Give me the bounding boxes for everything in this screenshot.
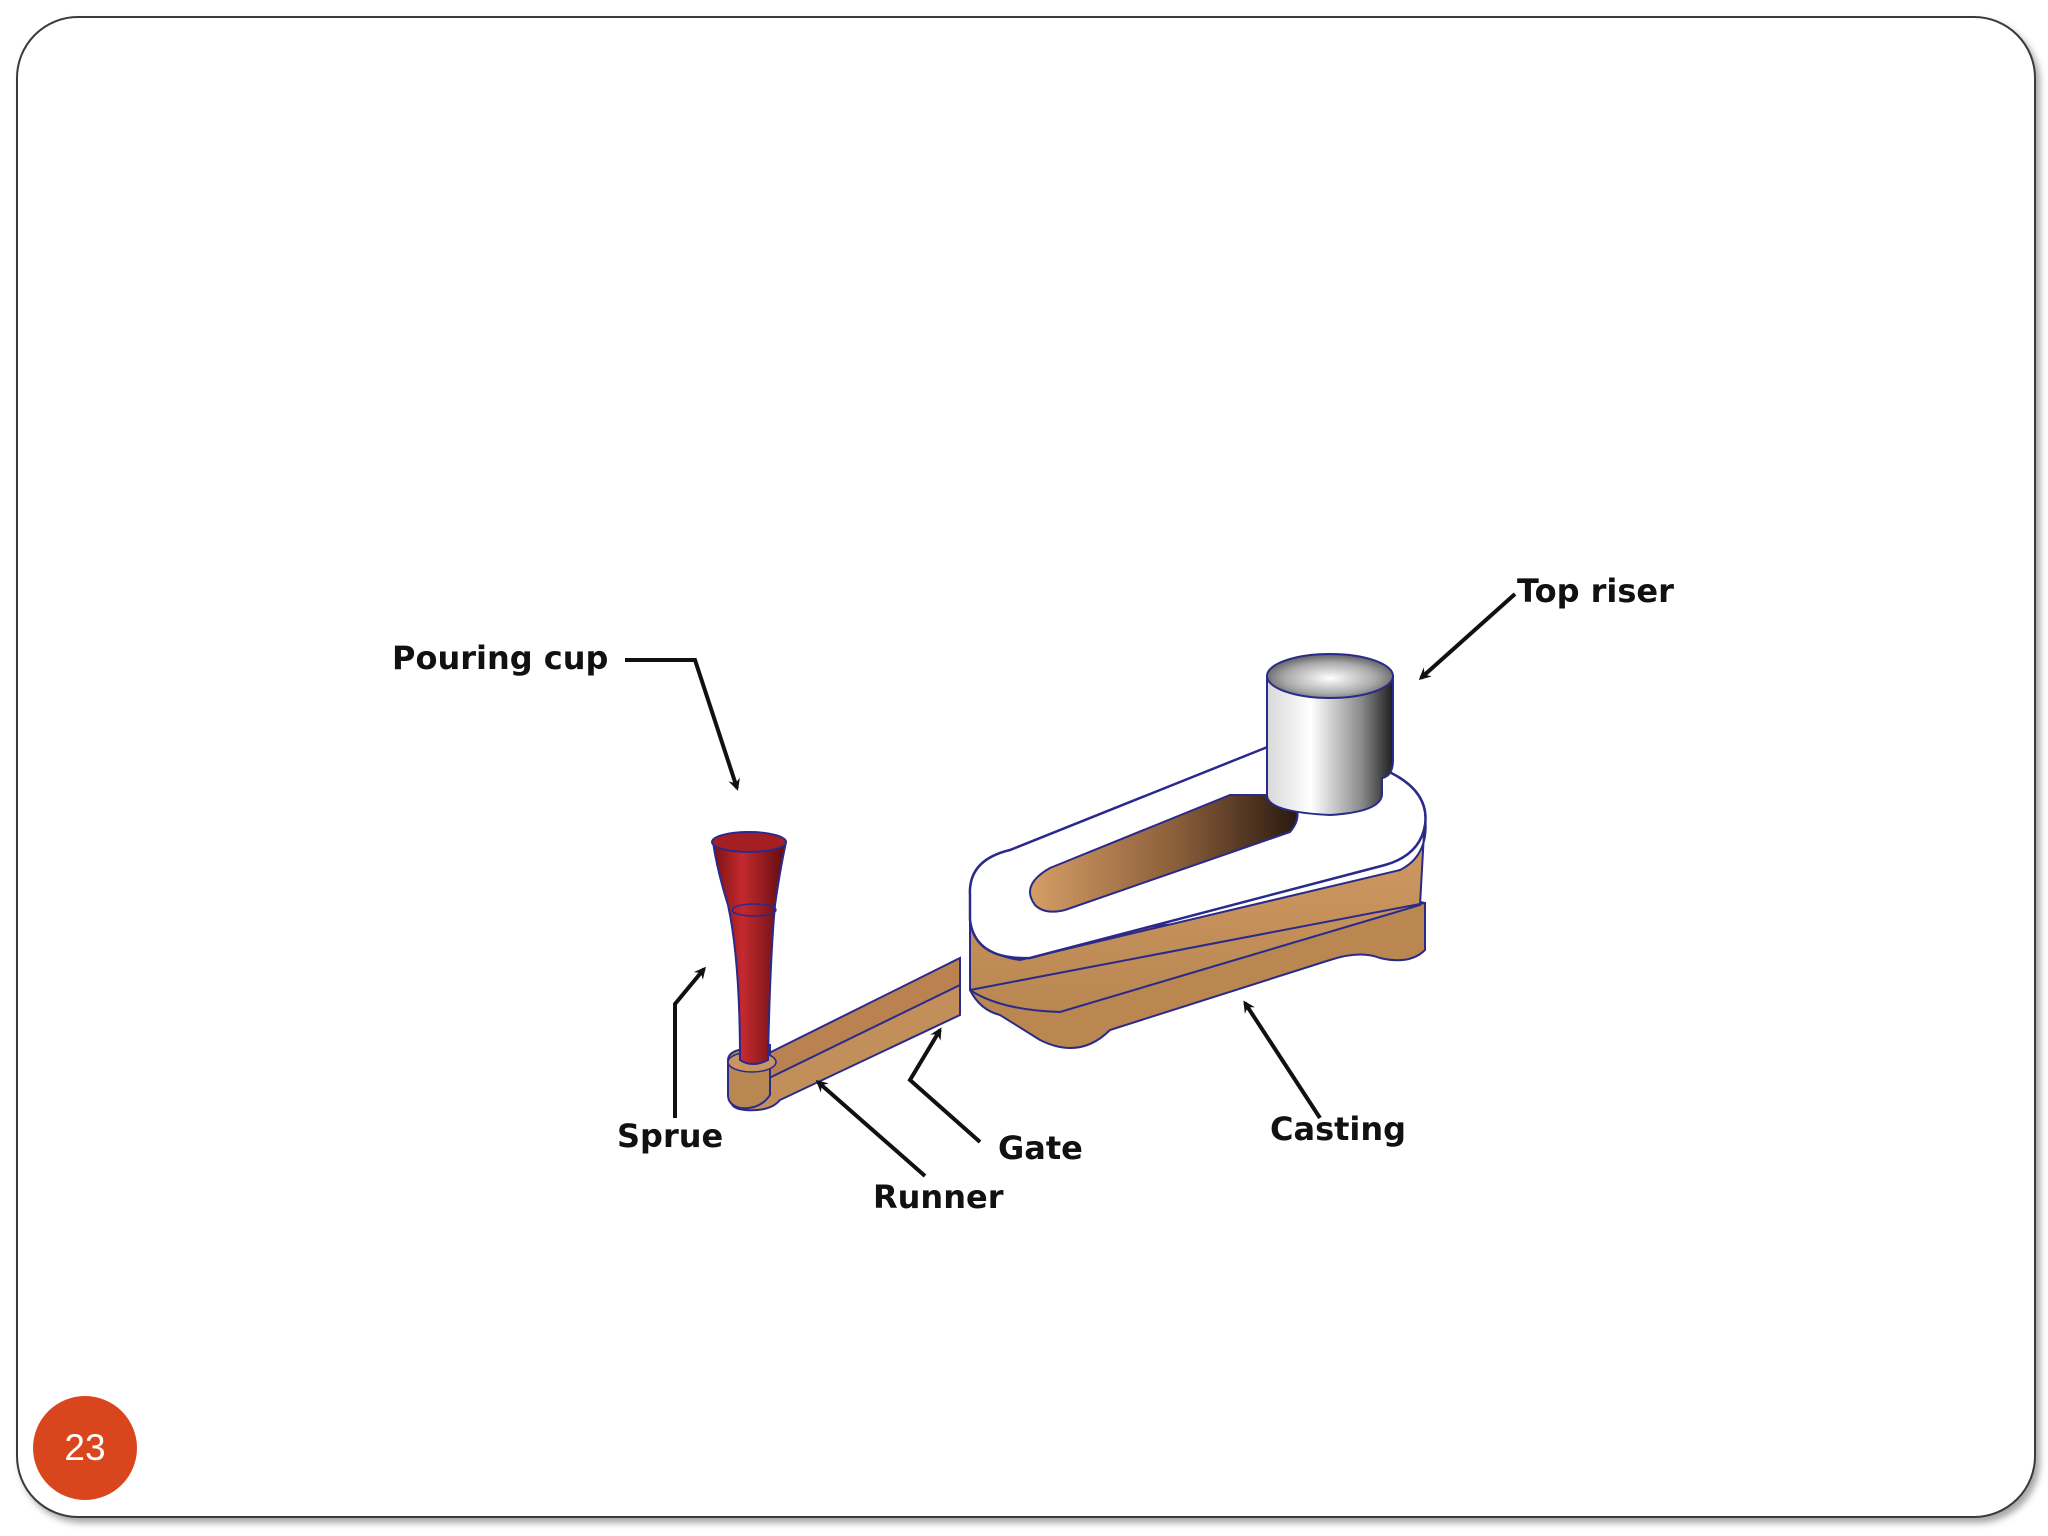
casting-label: Casting bbox=[1270, 1110, 1407, 1148]
casting-arrow bbox=[1243, 1000, 1322, 1120]
runner-label: Runner bbox=[873, 1178, 1004, 1216]
leader-arrows bbox=[625, 592, 1517, 1178]
pouring-cup-arrow bbox=[625, 658, 740, 791]
gate-label: Gate bbox=[998, 1129, 1083, 1167]
top-riser-arrow bbox=[1418, 592, 1517, 680]
page-number: 23 bbox=[64, 1427, 106, 1468]
sprue bbox=[711, 831, 788, 1065]
pouring-cup-label: Pouring cup bbox=[392, 639, 609, 677]
top-riser bbox=[1266, 653, 1394, 817]
slide-frame bbox=[16, 16, 2036, 1518]
gate-arrow bbox=[907, 1027, 982, 1144]
runner-arrow bbox=[815, 1080, 927, 1178]
top-riser-label: Top riser bbox=[1517, 572, 1674, 610]
runner bbox=[727, 956, 961, 1112]
sprue-arrow bbox=[673, 966, 706, 1118]
page-number-badge: 23 bbox=[33, 1396, 137, 1500]
sprue-label: Sprue bbox=[617, 1117, 724, 1155]
